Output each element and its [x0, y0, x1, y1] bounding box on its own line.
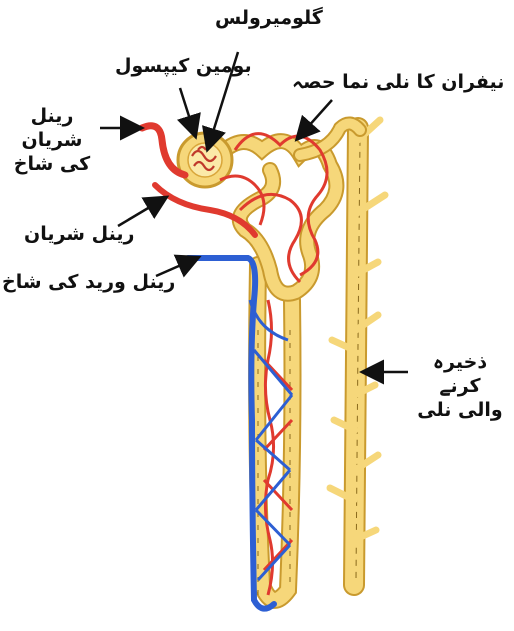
label-renal-artery-branch: رینل شریان کی شاخ [4, 104, 100, 176]
label-collecting-duct-line2: والی نلی [410, 398, 510, 422]
arrow-nephron-tubule [298, 100, 332, 138]
label-renal-artery-branch-line2: کی شاخ [4, 152, 100, 176]
label-renal-artery-branch-line1: رینل شریان [4, 104, 100, 152]
arrow-bowman-capsule [180, 88, 195, 135]
label-renal-vein-branch: رینل ورید کی شاخ [2, 270, 175, 294]
label-renal-artery: رینل شریان [24, 222, 134, 246]
label-collecting-duct: ذخیرہ کرنے والی نلی [410, 350, 510, 422]
label-bowman-capsule: بومین کیپسول [115, 54, 252, 78]
peritubular-capillaries [220, 134, 327, 595]
label-collecting-duct-line1: ذخیرہ کرنے [410, 350, 510, 398]
label-nephron-tubule: نیفران کا نلی نما حصہ [292, 70, 504, 94]
label-glomerulus: گلومیرولس [215, 6, 323, 30]
